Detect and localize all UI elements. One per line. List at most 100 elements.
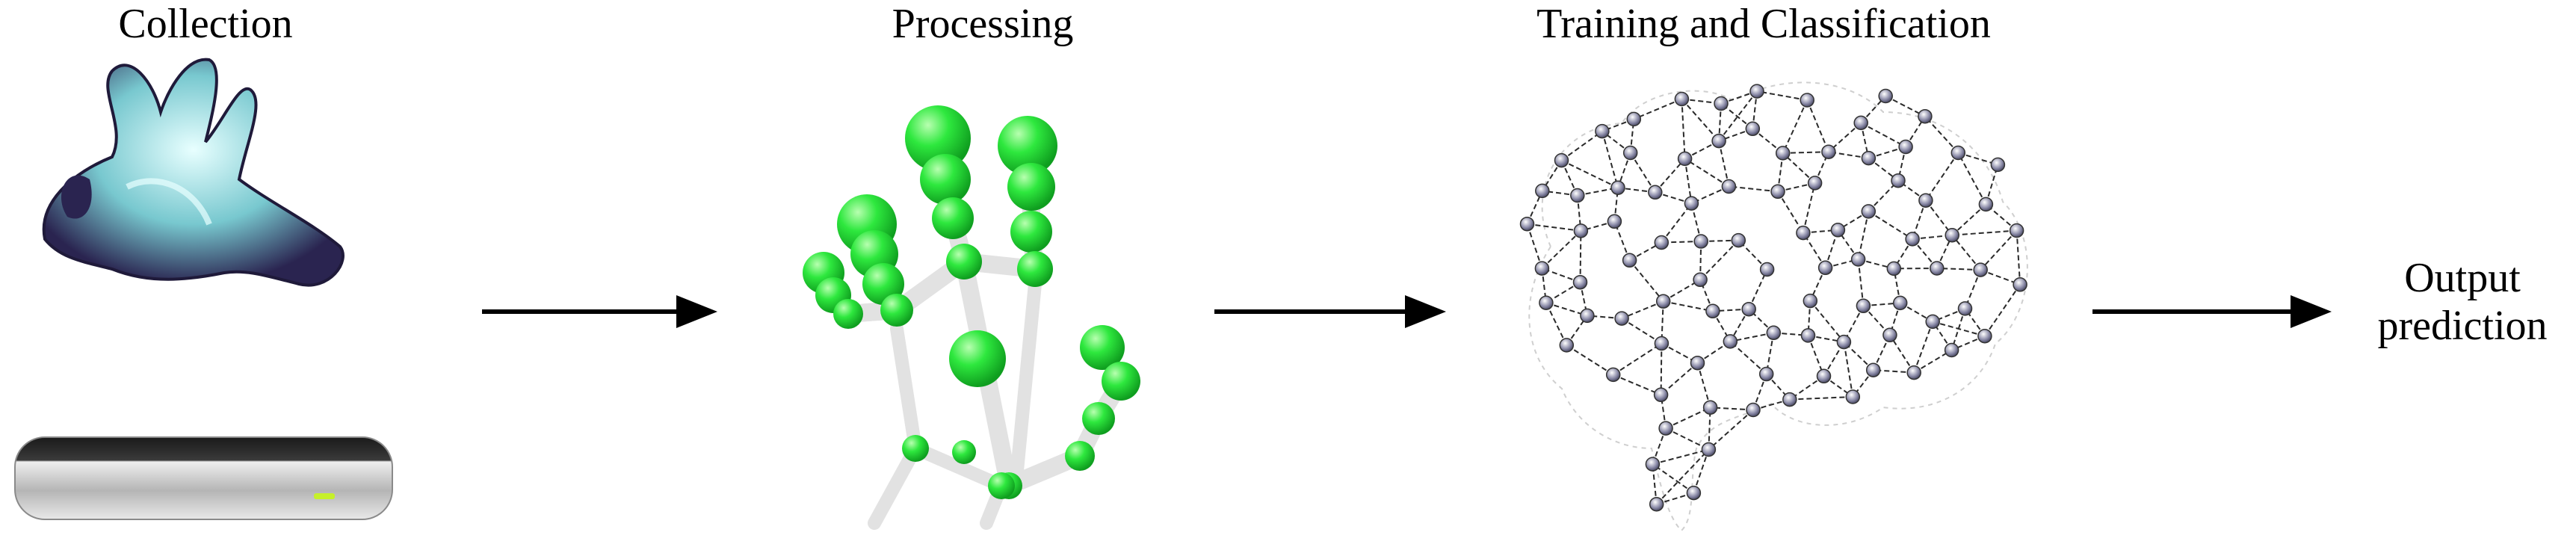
network-node-10 bbox=[1861, 204, 1877, 219]
network-node-49 bbox=[1519, 216, 1535, 232]
network-node-69 bbox=[1702, 400, 1718, 415]
leap-device-image bbox=[14, 436, 393, 520]
network-node-73 bbox=[1539, 295, 1554, 310]
network-node-11 bbox=[1796, 225, 1811, 241]
network-edge-52 bbox=[1752, 128, 1784, 154]
network-node-12 bbox=[1693, 234, 1708, 249]
joint-2 bbox=[932, 197, 974, 239]
network-node-23 bbox=[1978, 197, 1994, 212]
network-edge-178 bbox=[1601, 131, 1619, 188]
network-node-17 bbox=[2009, 223, 2024, 238]
network-node-65 bbox=[1705, 303, 1720, 319]
network-edge-61 bbox=[1980, 229, 2018, 271]
network-edge-20 bbox=[1860, 95, 1886, 124]
network-edge-149 bbox=[1527, 223, 1581, 232]
network-edge-137 bbox=[1684, 158, 1693, 204]
hand-image bbox=[42, 58, 345, 287]
network-node-6 bbox=[1770, 184, 1785, 200]
network-edge-128 bbox=[1720, 90, 1758, 105]
network-edge-28 bbox=[1868, 146, 1906, 159]
network-edge-64 bbox=[1617, 187, 1655, 194]
network-node-52 bbox=[1918, 193, 1933, 208]
network-edge-3 bbox=[1730, 332, 1774, 342]
network-node-82 bbox=[1610, 180, 1625, 195]
network-edge-164 bbox=[1789, 396, 1853, 401]
network-edge-83 bbox=[1924, 116, 1959, 154]
network-edge-113 bbox=[1681, 99, 1686, 159]
joint-3 bbox=[946, 244, 982, 280]
network-edge-170 bbox=[1652, 448, 1709, 466]
network-edge-27 bbox=[1868, 157, 1899, 182]
network-node-87 bbox=[1535, 183, 1550, 199]
network-node-81 bbox=[1684, 196, 1699, 211]
palm-joint-0 bbox=[949, 330, 1006, 387]
output-label-line2: prediction bbox=[2377, 303, 2548, 350]
joint-17 bbox=[1082, 402, 1115, 435]
network-edge-111 bbox=[1633, 98, 1682, 120]
network-edge-158 bbox=[1566, 315, 1588, 346]
network-node-62 bbox=[1701, 442, 1717, 457]
network-edge-39 bbox=[1868, 211, 1913, 240]
joint-14 bbox=[833, 299, 863, 329]
network-edge-56 bbox=[1541, 230, 1582, 269]
network-node-24 bbox=[1950, 145, 1966, 161]
palm-bone-0 bbox=[890, 322, 922, 455]
joint-7 bbox=[1017, 251, 1053, 287]
arrow-3 bbox=[2092, 295, 2332, 328]
network-node-50 bbox=[1821, 144, 1836, 159]
network-node-2 bbox=[1741, 301, 1756, 317]
network-node-18 bbox=[1648, 185, 1663, 200]
network-edge-116 bbox=[1613, 342, 1662, 376]
network-node-67 bbox=[2013, 277, 2027, 292]
network-edge-26 bbox=[1729, 185, 1779, 193]
arrow-2 bbox=[1214, 295, 1446, 328]
joint-16 bbox=[1102, 362, 1140, 401]
network-edge-23 bbox=[1777, 182, 1815, 193]
network-node-76 bbox=[1882, 327, 1897, 343]
network-edge-143 bbox=[1782, 152, 1816, 184]
network-node-32 bbox=[1850, 252, 1866, 267]
network-edge-135 bbox=[1661, 203, 1693, 244]
network-edge-122 bbox=[1560, 130, 1603, 161]
network-node-16 bbox=[1865, 362, 1881, 377]
network-edge-168 bbox=[1729, 341, 1767, 375]
palm-bone-4 bbox=[868, 442, 922, 530]
network-node-35 bbox=[1605, 367, 1621, 383]
network-node-43 bbox=[1677, 151, 1693, 167]
brain-network bbox=[1519, 81, 2028, 532]
network-node-36 bbox=[1977, 328, 1992, 344]
network-edge-99 bbox=[1862, 305, 1891, 336]
network-node-80 bbox=[1723, 334, 1738, 349]
arrow-1 bbox=[482, 295, 717, 328]
network-node-86 bbox=[1580, 308, 1595, 324]
network-node-40 bbox=[1892, 295, 1908, 311]
network-node-31 bbox=[1973, 262, 1988, 277]
network-node-48 bbox=[1749, 84, 1764, 99]
device-led-icon bbox=[314, 493, 335, 499]
network-edge-62 bbox=[2016, 230, 2021, 285]
network-node-89 bbox=[1836, 334, 1852, 350]
network-node-21 bbox=[1622, 253, 1637, 268]
network-node-0 bbox=[1766, 325, 1782, 341]
network-node-34 bbox=[1674, 91, 1690, 107]
network-edge-70 bbox=[1756, 90, 1808, 101]
network-edge-154 bbox=[1696, 341, 1731, 364]
palm-joint-3 bbox=[952, 440, 976, 464]
network-node-54 bbox=[1878, 88, 1893, 104]
network-node-78 bbox=[1945, 227, 1959, 243]
network-node-61 bbox=[1645, 457, 1661, 472]
network-node-26 bbox=[1759, 262, 1775, 277]
network-edge-139 bbox=[1660, 343, 1663, 395]
joint-15 bbox=[1080, 325, 1125, 370]
network-edge-9 bbox=[1729, 309, 1750, 342]
network-edge-10 bbox=[1748, 269, 1768, 310]
network-edge-115 bbox=[1566, 345, 1614, 376]
network-edge-120 bbox=[1984, 284, 2021, 337]
palm-bone-1 bbox=[1010, 277, 1042, 485]
network-node-13 bbox=[1906, 365, 1921, 380]
network-node-77 bbox=[1653, 387, 1669, 403]
network-node-56 bbox=[1622, 145, 1638, 161]
network-edge-127 bbox=[1718, 103, 1722, 141]
network-node-63 bbox=[1918, 108, 1933, 124]
network-node-3 bbox=[1817, 260, 1833, 276]
